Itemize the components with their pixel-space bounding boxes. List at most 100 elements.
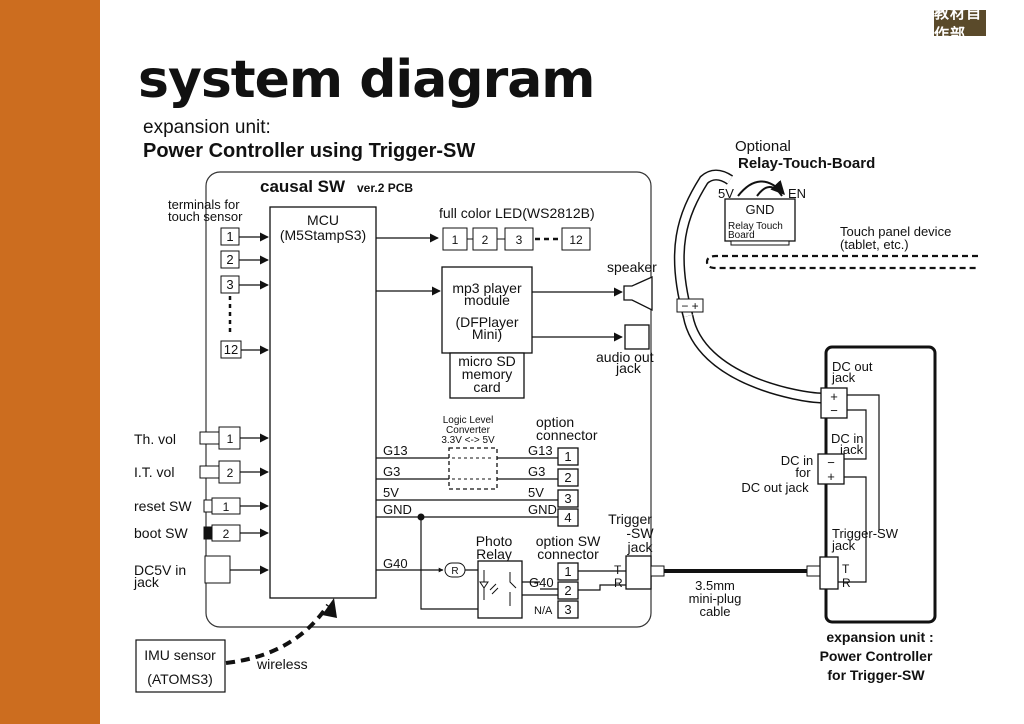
led-label: full color LED(WS2812B) <box>439 205 595 221</box>
svg-text:expansion unit :: expansion unit : <box>826 629 933 645</box>
svg-text:T: T <box>614 563 622 577</box>
touch-label-1: terminals for <box>168 197 240 212</box>
svg-text:−: − <box>830 403 838 418</box>
svg-text:1: 1 <box>227 432 234 446</box>
svg-text:N/A: N/A <box>534 605 553 617</box>
svg-text:jack: jack <box>831 370 856 385</box>
svg-text:12: 12 <box>569 233 583 247</box>
svg-text:jack: jack <box>627 539 654 555</box>
svg-text:connector: connector <box>537 546 599 562</box>
svg-text:memory: memory <box>462 366 513 382</box>
svg-text:Mini): Mini) <box>472 326 502 342</box>
svg-text:DC out jack: DC out jack <box>741 480 809 495</box>
svg-text:for Trigger-SW: for Trigger-SW <box>827 667 925 683</box>
touch-label-2: touch sensor <box>168 209 243 224</box>
svg-text:Trigger: Trigger <box>608 511 652 527</box>
pcb-version: ver.2 PCB <box>357 181 413 195</box>
svg-text:T: T <box>842 562 850 576</box>
svg-text:Relay Touch: Relay Touch <box>728 221 783 232</box>
svg-text:G3: G3 <box>528 464 545 479</box>
led-cell-3 <box>504 227 534 251</box>
svg-text:3: 3 <box>226 277 233 292</box>
dc-in-jack <box>817 453 845 485</box>
svg-text:+: + <box>830 389 838 404</box>
svg-text:5V: 5V <box>718 186 734 201</box>
svg-text:Trigger-SW: Trigger-SW <box>832 526 899 541</box>
svg-text:DC out: DC out <box>832 359 873 374</box>
svg-text:− +: − + <box>681 299 698 313</box>
speaker-icon <box>623 275 653 312</box>
svg-text:GND: GND <box>746 202 775 217</box>
svg-text:G40: G40 <box>383 556 408 571</box>
svg-text:2: 2 <box>223 527 230 541</box>
svg-text:wireless: wireless <box>256 656 308 672</box>
relay-touch-connector <box>676 298 704 313</box>
speaker-label: speaker <box>607 259 657 275</box>
svg-text:G13: G13 <box>528 443 553 458</box>
pcb-outline <box>205 171 652 628</box>
svg-text:mp3 player: mp3 player <box>452 280 522 296</box>
page-title: system diagram <box>138 50 595 110</box>
svg-text:connector: connector <box>536 427 598 443</box>
svg-text:jack: jack <box>615 360 642 376</box>
photo-relay <box>477 560 523 619</box>
mcu-block <box>269 206 377 599</box>
svg-text:2: 2 <box>482 233 489 247</box>
svg-text:Optional: Optional <box>735 138 791 155</box>
mcu-model: (M5StampS3) <box>280 227 366 243</box>
svg-text:EN: EN <box>788 186 806 201</box>
touch-panel-device <box>705 254 978 270</box>
dc-out-jack <box>820 387 848 419</box>
dc5v-label-2: jack <box>133 574 160 590</box>
pcb-title: causal SW <box>260 177 346 196</box>
svg-text:5V: 5V <box>528 485 544 500</box>
club-logo: 教材自作部 <box>934 10 986 36</box>
svg-text:for: for <box>795 465 811 480</box>
svg-text:R: R <box>842 576 851 590</box>
svg-text:−: − <box>827 455 835 470</box>
svg-text:GND: GND <box>528 502 557 517</box>
svg-text:1: 1 <box>564 449 571 464</box>
led-cell-12 <box>561 227 591 251</box>
wireless-link <box>225 603 330 665</box>
option-sw-connector: 1 2 3 <box>557 562 579 619</box>
svg-text:1: 1 <box>452 233 459 247</box>
svg-text:Relay-Touch-Board: Relay-Touch-Board <box>738 155 875 172</box>
svg-text:R: R <box>614 576 623 590</box>
svg-text:R: R <box>451 566 458 577</box>
svg-text:DC in: DC in <box>781 453 814 468</box>
svg-text:Logic Level: Logic Level <box>443 415 494 426</box>
mp3-module <box>441 266 533 354</box>
input-label-boot: boot SW <box>134 525 188 541</box>
svg-text:option: option <box>536 414 574 430</box>
input-label-reset: reset SW <box>134 498 192 514</box>
svg-text:2: 2 <box>564 470 571 485</box>
logic-level-converter <box>448 447 498 490</box>
svg-text:1: 1 <box>226 229 233 244</box>
svg-text:1: 1 <box>564 564 571 579</box>
trigger-sw-jack <box>625 555 652 590</box>
svg-text:3.3V <-> 5V: 3.3V <-> 5V <box>441 435 495 446</box>
svg-text:IMU sensor: IMU sensor <box>144 647 216 663</box>
mcu-label: MCU <box>307 212 339 228</box>
subtitle-line2: Power Controller using Trigger-SW <box>143 140 476 162</box>
sidebar-accent <box>0 0 100 724</box>
svg-text:GND: GND <box>383 502 412 517</box>
svg-text:jack: jack <box>839 442 864 457</box>
svg-text:2: 2 <box>226 252 233 267</box>
imu-sensor-box <box>135 639 226 693</box>
dc5v-jack <box>204 555 231 584</box>
svg-text:(ATOMS3): (ATOMS3) <box>147 671 213 687</box>
svg-text:G40: G40 <box>529 575 554 590</box>
svg-text:Photo: Photo <box>476 533 513 549</box>
svg-text:-SW: -SW <box>626 525 654 541</box>
input-label-it-vol: I.T. vol <box>134 464 174 480</box>
svg-text:mini-plug: mini-plug <box>689 591 742 606</box>
svg-text:jack: jack <box>831 538 856 553</box>
trigger-sw-jack-expansion <box>819 556 839 590</box>
svg-text:audio out: audio out <box>596 349 654 365</box>
svg-text:4: 4 <box>564 510 571 525</box>
svg-text:cable: cable <box>699 604 730 619</box>
svg-text:2: 2 <box>227 466 234 480</box>
